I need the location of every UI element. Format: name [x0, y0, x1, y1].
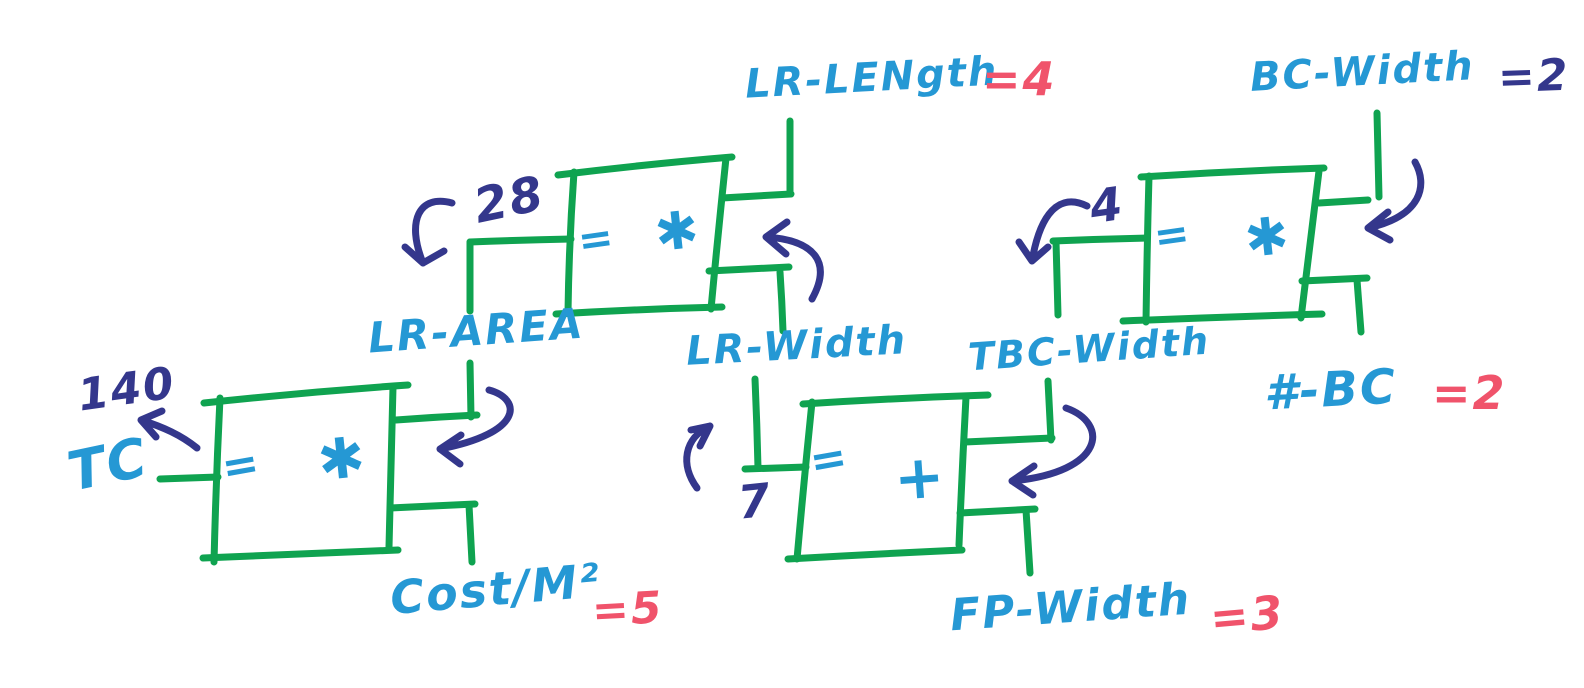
- bc-width-input-line: [1373, 109, 1383, 201]
- hash-bc-input-line: [1353, 276, 1365, 336]
- tbc-output-drop-line: [1052, 237, 1062, 319]
- lr-area-box-right-edge: [707, 154, 730, 313]
- tc-output-line: [156, 473, 222, 483]
- lr-width-output-rise-line: [751, 375, 762, 472]
- tbc-output-line: [1049, 234, 1151, 245]
- value-bc-width: =2: [1497, 49, 1571, 104]
- tc-box-top-edge: [200, 381, 412, 407]
- fp-width-input-line: [1022, 506, 1034, 577]
- lr-width-output-line: [741, 463, 810, 473]
- lr-area-input-line: [466, 359, 475, 421]
- lr-width-box-bottom-edge: [784, 546, 966, 563]
- result-tc: 140: [74, 357, 179, 422]
- lr-area-output-line: [466, 235, 575, 246]
- lr-area-box-equals-operator: =: [574, 211, 619, 266]
- arrow-7-to-lr-width-icon: [683, 422, 714, 492]
- cost-input-line: [465, 501, 476, 566]
- lr-width-box-equals-operator: =: [805, 431, 853, 488]
- tc-box-multiply-operator: ✱: [314, 424, 369, 495]
- lr-area-input-stub: [392, 411, 481, 424]
- tbc-width-input-line: [1044, 377, 1055, 444]
- tc-box-equals-operator: =: [217, 437, 265, 494]
- lr-width-input-stub: [705, 263, 793, 275]
- lr-area-box-top-edge: [554, 153, 736, 179]
- result-tbc-width: 4: [1086, 175, 1128, 235]
- result-lr-width: 7: [735, 472, 775, 530]
- lr-width-box-plus-operator: +: [891, 441, 947, 515]
- tbc-box-multiply-operator: ✱: [1241, 205, 1292, 271]
- tbc-box-bottom-edge: [1119, 310, 1326, 325]
- tbc-box-top-edge: [1137, 164, 1328, 181]
- lr-length-input-stub: [718, 190, 795, 202]
- arrow-tc-to-140-icon: [137, 407, 201, 452]
- arrow-lr-width-into-multiply-icon: [762, 218, 824, 303]
- tc-box-bottom-edge: [199, 546, 402, 562]
- tbc-box-equals-operator: =: [1150, 207, 1195, 262]
- green-lines: [156, 109, 1383, 577]
- label-lr-width: LR-Width: [684, 317, 909, 375]
- arrow-28-to-lr-area-icon: [401, 197, 456, 267]
- lr-width-box-top-edge: [799, 391, 992, 408]
- tbc-box-right-edge: [1297, 167, 1323, 322]
- lr-width-box-left-edge: [793, 398, 816, 563]
- lr-width-input-line: [776, 268, 787, 335]
- label-bc-width: BC-Width: [1248, 43, 1476, 101]
- value-fp-width: =3: [1207, 584, 1287, 646]
- bc-width-input-stub: [1315, 196, 1372, 207]
- lr-area-box-bottom-edge: [552, 303, 726, 318]
- arrow-bc-width-into-box-icon: [1364, 158, 1425, 244]
- lr-width-box-right-edge: [955, 393, 970, 549]
- tbc-box-left-edge: [1142, 172, 1153, 326]
- tbc-width-input-stub: [961, 434, 1056, 446]
- value-cost-per-m2: =5: [590, 582, 665, 637]
- arrow-4-to-tbc-width-icon: [1015, 198, 1091, 265]
- label-tc: TC: [62, 425, 155, 504]
- lr-area-box-multiply-operator: ✱: [651, 199, 702, 265]
- result-lr-area: 28: [468, 165, 550, 235]
- cost-input-stub: [386, 500, 479, 512]
- label-hash-bc: #-BC: [1262, 358, 1399, 422]
- value-lr-length: =4: [982, 52, 1057, 106]
- navy-arrows: [137, 158, 1425, 499]
- value-hash-bc: =2: [1432, 366, 1507, 420]
- tc-box-right-edge: [385, 383, 397, 551]
- fp-width-input-stub: [956, 505, 1039, 517]
- arrow-lr-area-into-tc-box-icon: [436, 386, 514, 468]
- arrow-tbc-width-into-plus-box-icon: [1008, 404, 1096, 499]
